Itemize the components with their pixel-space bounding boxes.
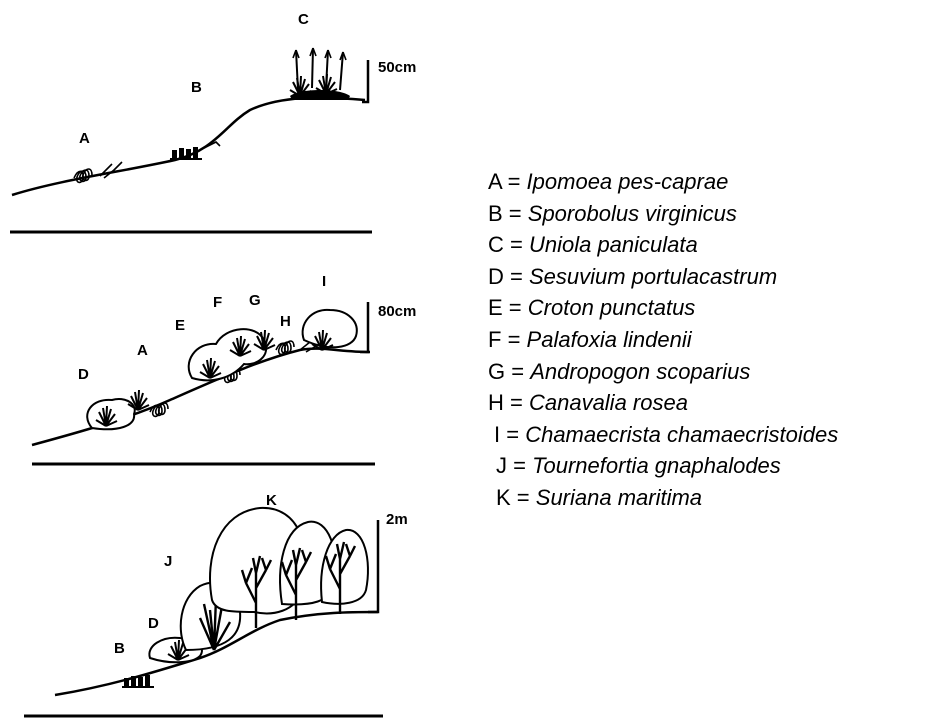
scale-bar: 2m bbox=[368, 511, 408, 612]
panel-3-label-D: D bbox=[148, 615, 159, 632]
species-legend: A = Ipomoea pes-capraeB = Sporobolus vir… bbox=[488, 166, 838, 514]
legend-code: D bbox=[488, 264, 504, 289]
legend-code: C bbox=[488, 232, 504, 257]
panel-1: 50cm A B C bbox=[10, 11, 416, 232]
legend-species-name: Ipomoea pes-caprae bbox=[527, 169, 729, 194]
panel-3: 2m B D J K bbox=[24, 492, 408, 716]
scale-bar: 50cm bbox=[362, 59, 416, 102]
legend-code: J bbox=[496, 453, 507, 478]
panel-2-label-D: D bbox=[78, 366, 89, 383]
legend-entry: K = Suriana maritima bbox=[488, 482, 838, 514]
legend-species-name: Palafoxia lindenii bbox=[527, 327, 692, 352]
scale-label: 80cm bbox=[378, 303, 416, 320]
panel-2-label-I: I bbox=[322, 273, 326, 290]
legend-code: K bbox=[496, 485, 511, 510]
plant-symbol-chamaecrista bbox=[303, 310, 357, 350]
legend-species-name: Tournefortia gnaphalodes bbox=[532, 453, 781, 478]
panel-2-label-G: G bbox=[249, 292, 261, 309]
legend-species-name: Chamaecrista chamaecristoides bbox=[525, 422, 838, 447]
legend-entry: F = Palafoxia lindenii bbox=[488, 324, 838, 356]
panel-1-label-B: B bbox=[191, 79, 202, 96]
legend-equals: = bbox=[505, 359, 530, 384]
legend-equals: = bbox=[503, 201, 528, 226]
legend-species-name: Sporobolus virginicus bbox=[528, 201, 737, 226]
legend-equals: = bbox=[504, 232, 529, 257]
panel-3-label-B: B bbox=[114, 640, 125, 657]
legend-entry: C = Uniola paniculata bbox=[488, 229, 838, 261]
legend-entry: J = Tournefortia gnaphalodes bbox=[488, 450, 838, 482]
legend-entry: G = Andropogon scoparius bbox=[488, 356, 838, 388]
panel-1-label-C: C bbox=[298, 11, 309, 28]
legend-equals: = bbox=[503, 295, 528, 320]
legend-equals: = bbox=[504, 264, 529, 289]
legend-species-name: Canavalia rosea bbox=[529, 390, 688, 415]
legend-code: A bbox=[488, 169, 501, 194]
legend-code: E bbox=[488, 295, 503, 320]
scale-label: 50cm bbox=[378, 59, 416, 76]
scale-bar: 80cm bbox=[360, 302, 416, 352]
panel-2-label-H: H bbox=[280, 313, 291, 330]
legend-code: H bbox=[488, 390, 504, 415]
plant-symbol-uniola bbox=[290, 48, 350, 100]
legend-entry: A = Ipomoea pes-caprae bbox=[488, 166, 838, 198]
legend-code: G bbox=[488, 359, 505, 384]
legend-species-name: Uniola paniculata bbox=[529, 232, 698, 257]
legend-entry: D = Sesuvium portulacastrum bbox=[488, 261, 838, 293]
dune-profile-line bbox=[12, 98, 365, 195]
panel-3-label-J: J bbox=[164, 553, 172, 570]
plant-symbol-croton bbox=[128, 390, 149, 410]
panel-2-label-A: A bbox=[137, 342, 148, 359]
legend-equals: = bbox=[504, 390, 529, 415]
legend-equals: = bbox=[511, 485, 536, 510]
legend-equals: = bbox=[500, 422, 525, 447]
scale-label: 2m bbox=[386, 511, 408, 528]
legend-equals: = bbox=[507, 453, 532, 478]
legend-entry: E = Croton punctatus bbox=[488, 292, 838, 324]
legend-code: B bbox=[488, 201, 503, 226]
legend-species-name: Suriana maritima bbox=[536, 485, 702, 510]
panel-3-label-K: K bbox=[266, 492, 277, 509]
plant-symbol-sporobolus bbox=[170, 142, 220, 159]
legend-equals: = bbox=[501, 169, 526, 194]
legend-species-name: Andropogon scoparius bbox=[530, 359, 750, 384]
legend-species-name: Croton punctatus bbox=[528, 295, 696, 320]
legend-equals: = bbox=[501, 327, 526, 352]
plant-symbol-suriana bbox=[210, 508, 368, 628]
legend-code: F bbox=[488, 327, 501, 352]
plant-symbol-palafoxia bbox=[189, 329, 266, 380]
legend-entry: H = Canavalia rosea bbox=[488, 387, 838, 419]
legend-species-name: Sesuvium portulacastrum bbox=[529, 264, 777, 289]
panel-1-label-A: A bbox=[79, 130, 90, 147]
panel-2: 80cm D A E F G bbox=[32, 273, 416, 464]
legend-entry: B = Sporobolus virginicus bbox=[488, 198, 838, 230]
legend-entry: I = Chamaecrista chamaecristoides bbox=[488, 419, 838, 451]
panel-2-label-E: E bbox=[175, 317, 185, 334]
plant-symbol-sesuvium bbox=[87, 399, 135, 429]
panel-2-label-F: F bbox=[213, 294, 222, 311]
